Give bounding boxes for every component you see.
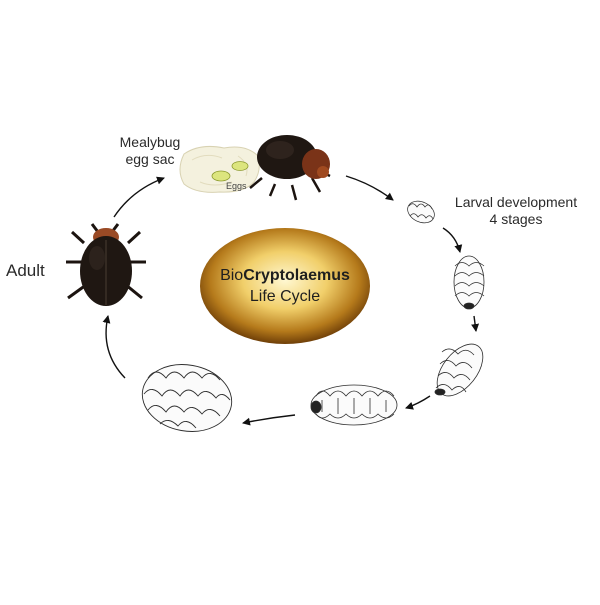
center-title-line1: BioCryptolaemus <box>220 267 350 285</box>
larva-stage-4-icon <box>310 384 398 426</box>
egg-icon <box>211 170 231 182</box>
egg-sac <box>179 146 260 193</box>
arrow-pupa-to-adult <box>102 315 126 379</box>
cycle-arrows <box>102 175 480 426</box>
arrow-larva1-to-larva2 <box>442 227 463 253</box>
larval-label-line2: 4 stages <box>489 211 543 227</box>
arrow-eggsac-to-larva <box>345 175 394 201</box>
larva-stage-3-icon <box>434 343 484 397</box>
larva-stage-2-icon <box>453 255 485 310</box>
pupa-icon <box>141 364 233 432</box>
center-title: BioCryptolaemus Life Cycle <box>205 234 365 338</box>
larva-stage-1-icon <box>407 200 435 224</box>
center-title-prefix: Bio <box>220 266 244 284</box>
arrow-larva3-to-larva4 <box>405 395 431 410</box>
center-ellipse <box>200 228 370 344</box>
arrow-larva2-to-larva3 <box>471 315 480 332</box>
adult-label: Adult <box>6 261 45 280</box>
center-subtitle: Life Cycle <box>249 287 321 305</box>
larval-label-line1: Larval development <box>454 194 578 210</box>
beetle-on-egg-sac-icon <box>249 135 331 201</box>
eggs-label: Eggs <box>226 181 247 191</box>
egg-sac-label: Mealybug egg sac <box>102 134 198 168</box>
egg-sac-label-line2: egg sac <box>125 151 175 167</box>
egg-icon <box>231 161 249 171</box>
arrow-larva4-to-pupa <box>242 414 296 426</box>
larval-development-label: Larval development 4 stages <box>436 194 596 228</box>
arrow-adult-to-eggsac <box>113 176 165 218</box>
adult-beetle-icon <box>66 223 146 306</box>
center-title-bold: Cryptolaemus <box>243 266 350 284</box>
egg-sac-label-line1: Mealybug <box>119 134 181 150</box>
